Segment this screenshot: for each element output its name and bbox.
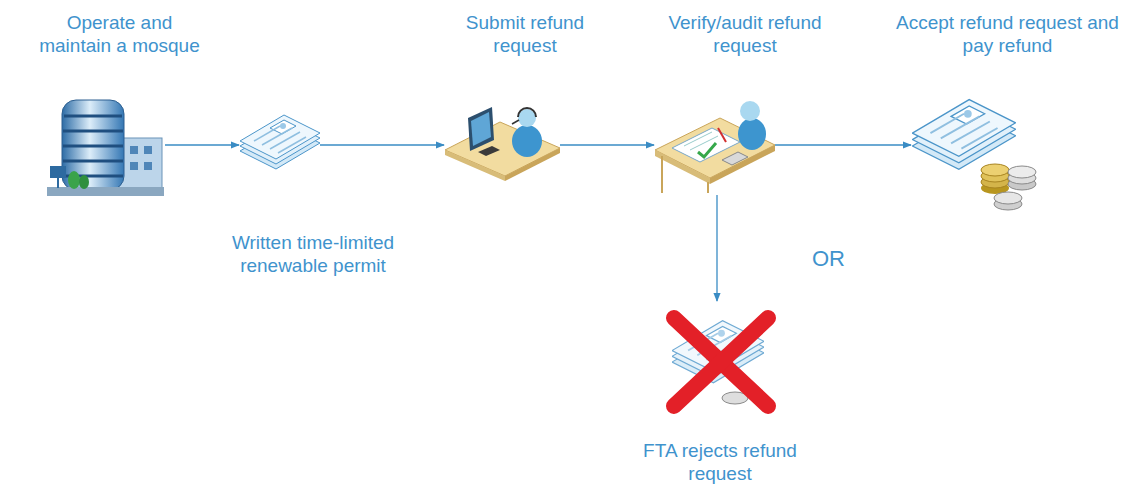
flow-arrow [165, 144, 239, 145]
step-label: Operate and maintain a mosque [32, 12, 207, 58]
auditor-icon [655, 101, 775, 193]
permit-step: Written time-limited renewable permit [213, 232, 413, 278]
flow-arrow [775, 144, 911, 145]
rejected-icon [672, 318, 768, 406]
icon-area [912, 97, 1040, 215]
submit-step: Submit refund request [445, 12, 605, 58]
branch-label: OR [812, 246, 845, 272]
icon-area [655, 98, 775, 193]
step-label: Submit refund request [445, 12, 605, 58]
building-icon [47, 100, 164, 196]
verify-step: Verify/audit refund request [645, 12, 845, 58]
flow-arrow [716, 195, 717, 301]
flow-arrow [560, 144, 654, 145]
icon-area [445, 107, 560, 182]
step-label: Verify/audit refund request [645, 12, 845, 58]
step-label: Accept refund request and pay refund [880, 12, 1135, 58]
accept-step: Accept refund request and pay refund [880, 12, 1135, 58]
icon-area [45, 92, 165, 197]
reject-step: FTA rejects refund request [620, 440, 820, 486]
icon-area [668, 303, 772, 413]
flow-arrow [320, 144, 444, 145]
operator-icon [445, 107, 560, 181]
permit-icon [240, 115, 320, 169]
icon-area [240, 113, 320, 175]
step-label: FTA rejects refund request [620, 440, 820, 486]
payment-icon [912, 100, 1036, 210]
mosque-step: Operate and maintain a mosque [32, 12, 207, 58]
step-label: Written time-limited renewable permit [213, 232, 413, 278]
